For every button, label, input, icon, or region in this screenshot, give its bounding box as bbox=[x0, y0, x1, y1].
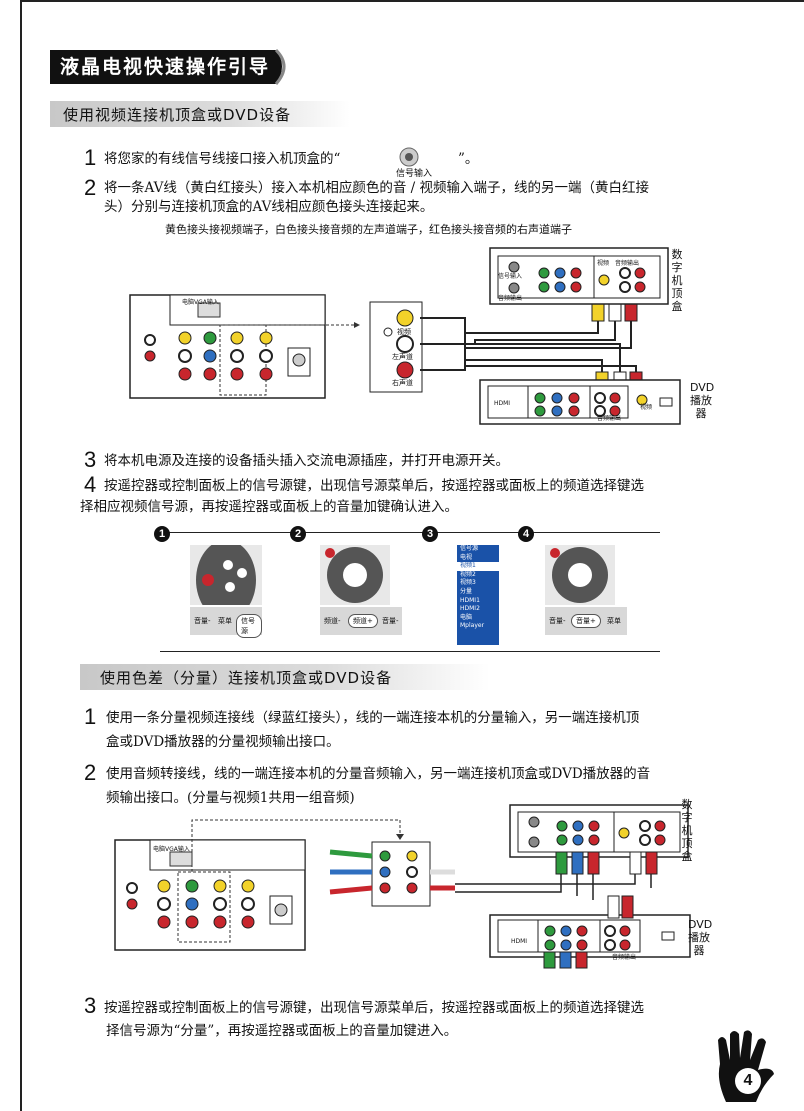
remote-step-badge-1: 1 bbox=[154, 526, 170, 542]
s1-cable-note: 黄色接头接视频端子，白色接头接音频的左声道端子，红色接头接音频的右声道端子 bbox=[165, 223, 572, 236]
menu-item[interactable]: HDMI1 bbox=[460, 596, 480, 604]
s1-step2-line1: 将一条AV线（黄白红接头）接入本机相应颜色的音 / 视频输入端子，线的另一端（黄… bbox=[104, 180, 649, 196]
s1-step1-num: 1 bbox=[84, 145, 97, 170]
menu-item[interactable]: 电脑 bbox=[460, 613, 473, 621]
d1-dvd-audio-out: 音频输出 bbox=[597, 415, 622, 422]
s2-step1-line1: 使用一条分量视频连接线（绿蓝红接头），线的一端连接本机的分量输入，另一端连接机顶 bbox=[106, 710, 640, 726]
key-source-1[interactable]: 信号源 bbox=[236, 614, 262, 638]
s2-step2-line1: 使用音频转接线，线的一端连接本机的分量音频输入，另一端连接机顶盒或DVD播放器的… bbox=[106, 766, 651, 782]
tv-connectors bbox=[144, 331, 311, 381]
s2-step3-line1: 按遥控器或控制面板上的信号源键，出现信号源菜单后，按遥控器或面板上的频道选择键选 bbox=[104, 1000, 644, 1016]
d2-vga-label: 电脑VGA输入 bbox=[153, 846, 190, 853]
d1-stb-audio-out2: 音频输出 bbox=[615, 260, 640, 267]
d1-dvd-side-label: DVD播放器 bbox=[690, 381, 715, 420]
header-banner bbox=[50, 48, 286, 85]
key-menu-1[interactable]: 菜单 bbox=[218, 617, 232, 625]
d2-dvd-side-label: DVD播放器 bbox=[688, 918, 713, 957]
menu-item[interactable]: 视频2 bbox=[460, 570, 476, 578]
d1-dvd-hdmi: HDMI bbox=[494, 400, 511, 407]
key-menu-4[interactable]: 菜单 bbox=[607, 617, 621, 625]
s2-step2-line2: 频输出接口。(分量与视频1共用一组音频) bbox=[106, 790, 355, 806]
s1-step3-num: 3 bbox=[84, 447, 97, 472]
d1-dvd-video: 视频 bbox=[640, 404, 653, 411]
remote-illus-1 bbox=[190, 545, 262, 605]
s1-step4-num: 4 bbox=[84, 472, 97, 497]
section2-bar bbox=[80, 664, 490, 690]
s1-step1-text-a: 将您家的有线信号线接口接入机顶盒的“ bbox=[104, 151, 341, 167]
remote-illus-4 bbox=[545, 545, 615, 605]
key-vol-minus-2[interactable]: 音量- bbox=[382, 617, 399, 625]
d1-video: 视频 bbox=[397, 328, 411, 336]
key-vol-plus-4[interactable]: 音量+ bbox=[571, 614, 601, 628]
signal-input-icon bbox=[399, 147, 419, 167]
s2-step3-line2: 择信号源为“分量”，再按遥控器或面板上的音量加键进入。 bbox=[106, 1023, 458, 1039]
key-ch-minus-2[interactable]: 频道- bbox=[324, 617, 341, 625]
d1-stb-video: 视频 bbox=[597, 260, 610, 267]
d1-vga-label: 电脑VGA输入 bbox=[182, 299, 219, 306]
d1-stb-side-label: 数字机顶盒 bbox=[671, 248, 683, 313]
d1-left-ch: 左声道 bbox=[392, 353, 413, 361]
key-ch-plus-2[interactable]: 频道+ bbox=[348, 614, 378, 628]
menu-item[interactable]: 分量 bbox=[460, 587, 473, 595]
s2-step2-num: 2 bbox=[84, 760, 97, 785]
remote-illus-2 bbox=[320, 545, 390, 605]
section1-bar bbox=[50, 101, 350, 127]
section2-title: 使用色差（分量）连接机顶盒或DVD设备 bbox=[100, 669, 393, 687]
s1-step2-num: 2 bbox=[84, 175, 97, 200]
top-rule bbox=[20, 0, 804, 2]
signal-input-icon-label: 信号输入 bbox=[396, 169, 433, 179]
s2-step1-line2: 盒或DVD播放器的分量视频输出接口。 bbox=[106, 734, 340, 750]
d2-dvd-hdmi: HDMI bbox=[511, 938, 528, 945]
d1-right-ch: 右声道 bbox=[392, 379, 413, 387]
d1-stb-audio-out: 音频输出 bbox=[498, 295, 523, 302]
s1-step4-line1: 按遥控器或控制面板上的信号源键，出现信号源菜单后，按遥控器或面板上的频道选择键选 bbox=[104, 478, 644, 494]
diagram-av-connection bbox=[129, 247, 681, 425]
page-number: 4 bbox=[735, 1068, 761, 1094]
menu-item[interactable]: Mplayer bbox=[460, 622, 485, 630]
key-vol-minus-1[interactable]: 音量- bbox=[194, 617, 211, 625]
remote-step-badge-4: 4 bbox=[518, 526, 534, 542]
key-panel-1: 音量- 菜单 信号源 bbox=[190, 607, 262, 638]
menu-title: 信号源 bbox=[460, 545, 479, 552]
s1-step4-line2: 择相应视频信号源，再按遥控器或面板上的音量加键确认进入。 bbox=[80, 499, 458, 515]
menu-item[interactable]: 视频3 bbox=[460, 579, 476, 587]
menu-item[interactable]: 电视 bbox=[460, 553, 473, 561]
s1-step3-text: 将本机电源及连接的设备插头插入交流电源插座，并打开电源开关。 bbox=[104, 453, 509, 469]
s1-step1-text-b: ”。 bbox=[458, 151, 479, 167]
remote-step-badge-3: 3 bbox=[422, 526, 438, 542]
key-panel-4: 音量- 音量+ 菜单 bbox=[545, 607, 627, 635]
s2-step1-num: 1 bbox=[84, 704, 97, 729]
d2-stb-side-label: 数字机顶盒 bbox=[681, 798, 693, 863]
menu-item[interactable]: HDMI2 bbox=[460, 605, 480, 613]
header-title: 液晶电视快速操作引导 bbox=[60, 56, 271, 78]
key-vol-minus-4[interactable]: 音量- bbox=[549, 617, 566, 625]
diagram-component-connection bbox=[114, 804, 691, 969]
vga-port bbox=[197, 302, 221, 318]
source-menu: 信号源 电视 视频1 视频2 视频3 分量 HDMI1 HDMI2 电脑 Mpl… bbox=[457, 545, 499, 645]
s1-step2-line2: 头）分别与连接机顶盒的AV线相应颜色接头连接起来。 bbox=[104, 199, 434, 215]
s2-step3-num: 3 bbox=[84, 993, 97, 1018]
key-panel-2: 频道- 频道+ 音量- bbox=[320, 607, 402, 635]
section1-title: 使用视频连接机顶盒或DVD设备 bbox=[63, 106, 292, 124]
menu-item[interactable]: 视频1 bbox=[457, 562, 499, 571]
d1-stb-signal-in: 信号输入 bbox=[498, 273, 523, 280]
d2-dvd-audio-out: 音频输出 bbox=[612, 954, 637, 961]
page-frame bbox=[20, 0, 804, 1111]
remote-step-badge-2: 2 bbox=[290, 526, 306, 542]
